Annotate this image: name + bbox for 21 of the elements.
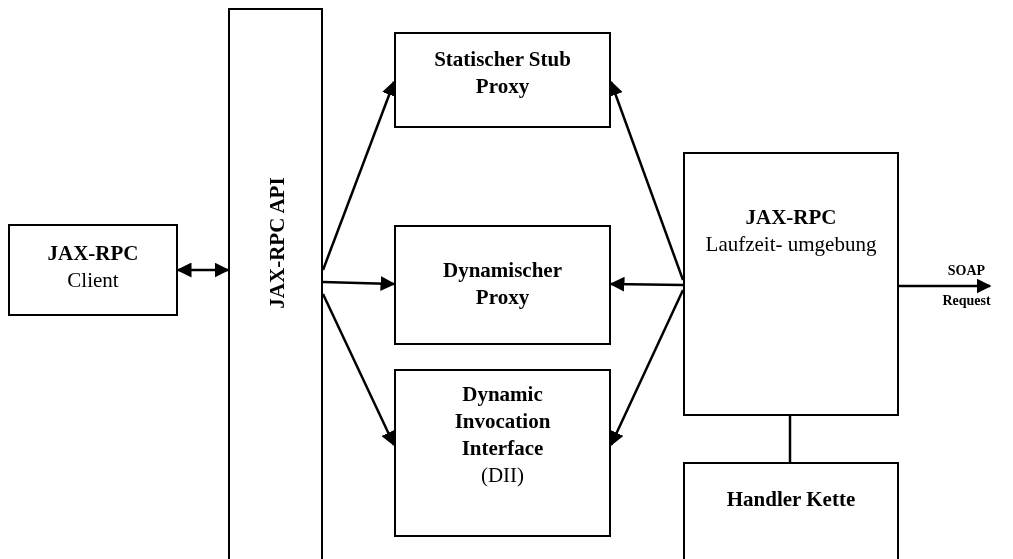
node-title: JAX-RPC	[47, 240, 139, 267]
node-title: JAX-RPC API	[264, 177, 290, 309]
runtime-box	[683, 152, 899, 416]
node-text: (DII)	[480, 462, 525, 489]
node-title: Dynamischer Proxy	[442, 257, 563, 311]
node-text: Laufzeit- umgebung	[705, 231, 877, 258]
process-box	[394, 225, 611, 345]
arrow	[322, 276, 396, 292]
connector-line	[788, 416, 792, 462]
node-title: JAX-RPC	[745, 204, 837, 231]
node-title: Dynamic Invocation Interface	[453, 381, 552, 462]
edge-label: SOAP Request	[941, 262, 992, 310]
process-box	[394, 32, 611, 128]
client-box	[8, 224, 178, 316]
process-box	[394, 369, 611, 537]
process-box	[683, 462, 899, 559]
api-bar	[228, 8, 323, 559]
arrow	[899, 278, 992, 294]
node-title: Statischer Stub Proxy	[433, 46, 572, 100]
node-text: Client	[67, 267, 119, 294]
node-title: Handler Kette	[726, 486, 856, 513]
